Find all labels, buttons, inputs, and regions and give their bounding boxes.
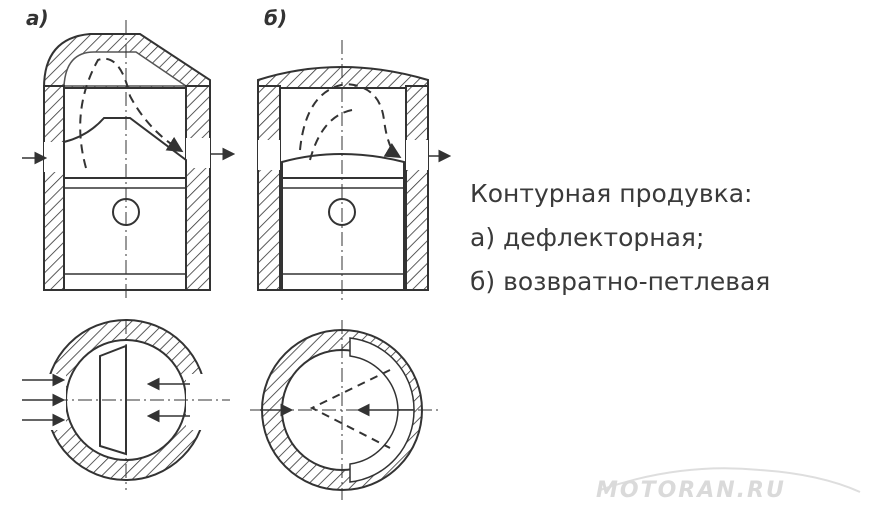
cylinder-b-section: [257, 40, 452, 300]
panel-b-label: б): [264, 6, 288, 30]
caption-line-a: а) дефлекторная;: [470, 223, 705, 252]
caption: Контурная продувка: а) дефлекторная; б) …: [470, 172, 770, 304]
watermark: MOTORAN.RU: [596, 478, 786, 503]
cylinder-b-top-view: [250, 320, 440, 500]
caption-title: Контурная продувка:: [470, 179, 753, 208]
caption-line-b: б) возвратно-петлевая: [470, 267, 771, 296]
cylinder-a-section: [22, 20, 236, 300]
panel-a-label: а): [26, 6, 49, 30]
cylinder-a-top-view: [22, 319, 230, 490]
watermark-swoosh: [599, 467, 861, 493]
